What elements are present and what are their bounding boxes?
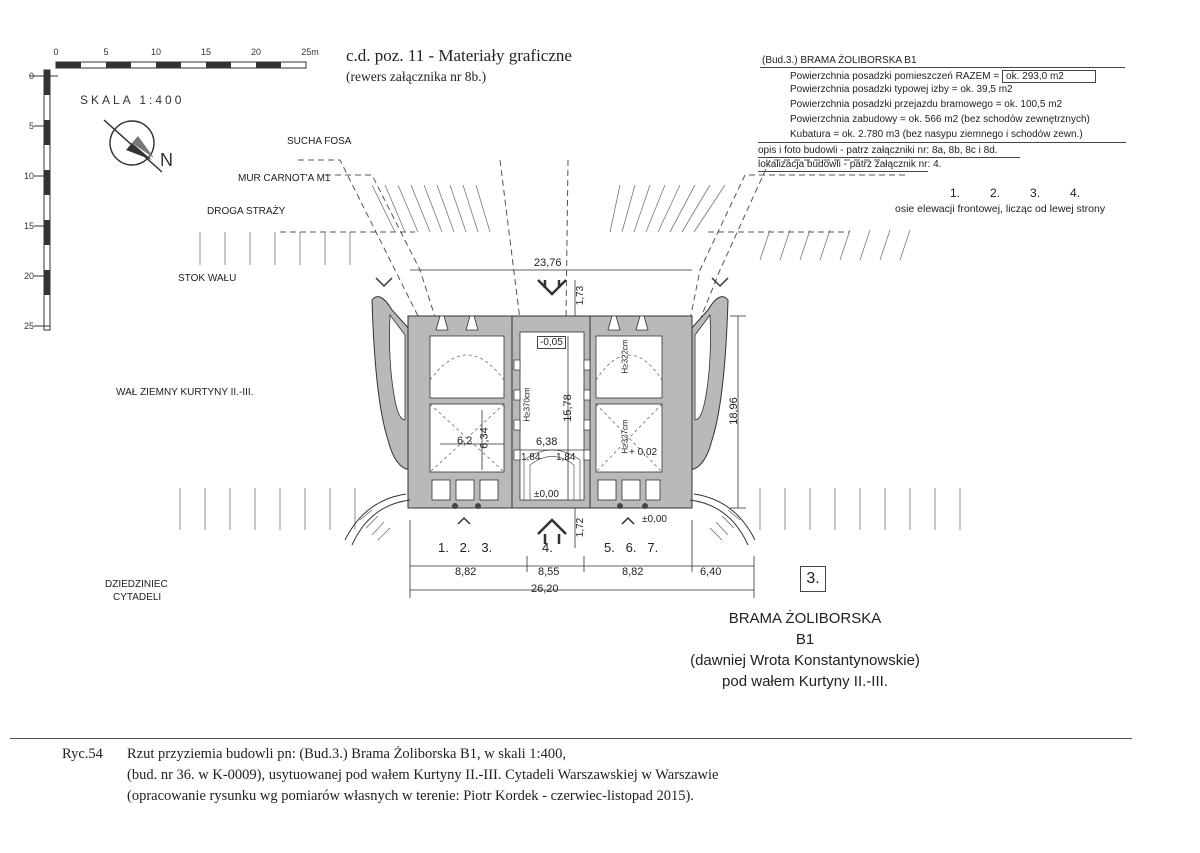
scale-tick-top: 5: [103, 47, 108, 57]
dim-plus-0-02: + 0,02: [629, 447, 658, 458]
info-title: (Bud.3.) BRAMA ŻOLIBORSKA B1: [762, 55, 917, 66]
header-subtitle: (rewers załącznika nr 8b.): [346, 69, 487, 84]
scale-tick-top: 10: [151, 47, 161, 57]
axis-label-center: 4.: [542, 540, 553, 555]
scale-tick-top: 20: [251, 47, 261, 57]
dim-18-96: 18,96: [727, 397, 740, 425]
scale-label: SKALA 1:400: [80, 93, 184, 107]
dim-8-82-left: 8,82: [455, 566, 477, 578]
info-divider: [758, 142, 1126, 143]
sheet-number: 3.: [800, 566, 826, 592]
info-area-built: Powierzchnia zabudowy = ok. 566 m2 (bez …: [790, 114, 1090, 125]
scale-tick-left: 0: [29, 71, 34, 81]
gate-passage: [519, 331, 585, 501]
info-area-total-label: Powierzchnia posadzki pomieszczeń RAZEM …: [790, 71, 1000, 82]
info-area-total-value: ok. 293,0 m2: [1002, 70, 1097, 83]
caption-line1: Rzut przyziemia budowli pn: (Bud.3.) Bra…: [127, 746, 566, 762]
dim-15-78: 15,78: [561, 394, 574, 422]
info-description: opis i foto budowli - patrz załączniki n…: [758, 145, 998, 156]
label-sucha-fosa: SUCHA FOSA: [287, 136, 352, 147]
dim-26-20: 26,20: [531, 583, 559, 595]
north-label: N: [160, 150, 173, 170]
scale-tick-top: 25m: [301, 47, 319, 57]
dim-6-2: 6,2: [457, 435, 473, 447]
north-arrow-icon: [103, 119, 163, 173]
moat-dashed-lines: [280, 159, 905, 321]
building-title: BRAMA ŻOLIBORSKA B1 (dawniej Wrota Konst…: [662, 608, 948, 692]
dim-8-82-right: 8,82: [622, 566, 644, 578]
label-cytadeli: CYTADELI: [113, 592, 162, 603]
dim-h-370: H≥370cm: [522, 387, 532, 422]
dim-pm-0-00-right: ±0,00: [642, 514, 667, 525]
entrance-arrow-icon: [537, 279, 567, 544]
axis-label-right: 5. 6. 7.: [604, 540, 659, 555]
info-axes-numbers: 1. 2. 3. 4.: [950, 186, 1081, 200]
axis-label-left: 1. 2. 3.: [438, 540, 493, 555]
info-axes-text: osie elewacji frontowej, licząc od lewej…: [895, 203, 1106, 215]
building-title-line4: pod wałem Kurtyny II.-III.: [722, 673, 888, 690]
slope-hatching: [179, 184, 961, 530]
scale-tick-left: 10: [24, 171, 34, 181]
room-left-upper: [429, 335, 505, 399]
header-title: c.d. poz. 11 - Materiały graficzne: [346, 46, 572, 65]
dim-1-73: 1,73: [575, 285, 587, 306]
scale-tick-top: 15: [201, 47, 211, 57]
label-dziedziniec: DZIEDZINIEC: [105, 579, 168, 590]
floor-plan: [179, 159, 961, 598]
building-title-line3: (dawniej Wrota Konstantynowskie): [690, 652, 920, 669]
small-arrow-icon: [375, 277, 729, 525]
scale-tick-left: 25: [24, 321, 34, 331]
scale-bar: 0 5 10 15 20 25m 0 5 10 15 20 25 SKALA 1…: [24, 47, 319, 331]
label-wal-ziemny: WAŁ ZIEMNY KURTYNY II.-III.: [116, 387, 254, 398]
info-divider-2: [758, 157, 1020, 158]
caption-divider: [10, 738, 1132, 739]
info-volume: Kubatura = ok. 2.780 m3 (bez nasypu ziem…: [790, 129, 1083, 140]
dim-1-84-left: 1,84: [521, 452, 541, 463]
caption-line2: (bud. nr 36. w K-0009), usytuowanej pod …: [127, 767, 719, 783]
dim-6-38: 6,38: [536, 436, 558, 448]
dim-1-72: 1,72: [575, 517, 587, 538]
info-area-gate: Powierzchnia posadzki przejazdu bramoweg…: [790, 99, 1063, 110]
info-area-total: Powierzchnia posadzki pomieszczeń RAZEM …: [790, 70, 1097, 83]
scale-tick-left: 5: [29, 121, 34, 131]
dim-23-76: 23,76: [534, 257, 562, 269]
info-area-room: Powierzchnia posadzki typowej izby = ok.…: [790, 84, 1013, 95]
caption-line3: (opracowanie rysunku wg pomiarów własnyc…: [127, 788, 694, 804]
scale-tick-left: 15: [24, 221, 34, 231]
dim-h-322: H≥322cm: [620, 339, 630, 374]
caption-label: Ryc.54: [62, 746, 103, 762]
label-droga-strazy: DROGA STRAŻY: [207, 206, 286, 217]
building-title-line1: BRAMA ŻOLIBORSKA: [728, 610, 882, 627]
room-right-upper: [595, 335, 663, 399]
dim-1-84-right: 1,84: [556, 452, 576, 463]
info-divider-3: [758, 171, 928, 172]
info-location: lokalizacja budowli - patrz załącznik nr…: [758, 159, 942, 170]
building-title-line2: B1: [795, 631, 815, 648]
scale-tick-left: 20: [24, 271, 34, 281]
dim-6-40: 6,40: [700, 566, 722, 578]
label-mur-carnota: MUR CARNOT'A M1: [238, 173, 331, 184]
label-stok-walu: STOK WAŁU: [178, 273, 237, 284]
dim-minus-0-05: -0,05: [537, 336, 566, 349]
dim-8-55: 8,55: [538, 566, 560, 578]
scale-tick-top: 0: [53, 47, 58, 57]
dim-pm-0-00-center: ±0,00: [534, 489, 559, 500]
info-title-underline: [760, 67, 1125, 68]
dim-6-34: 6,34: [478, 427, 491, 449]
